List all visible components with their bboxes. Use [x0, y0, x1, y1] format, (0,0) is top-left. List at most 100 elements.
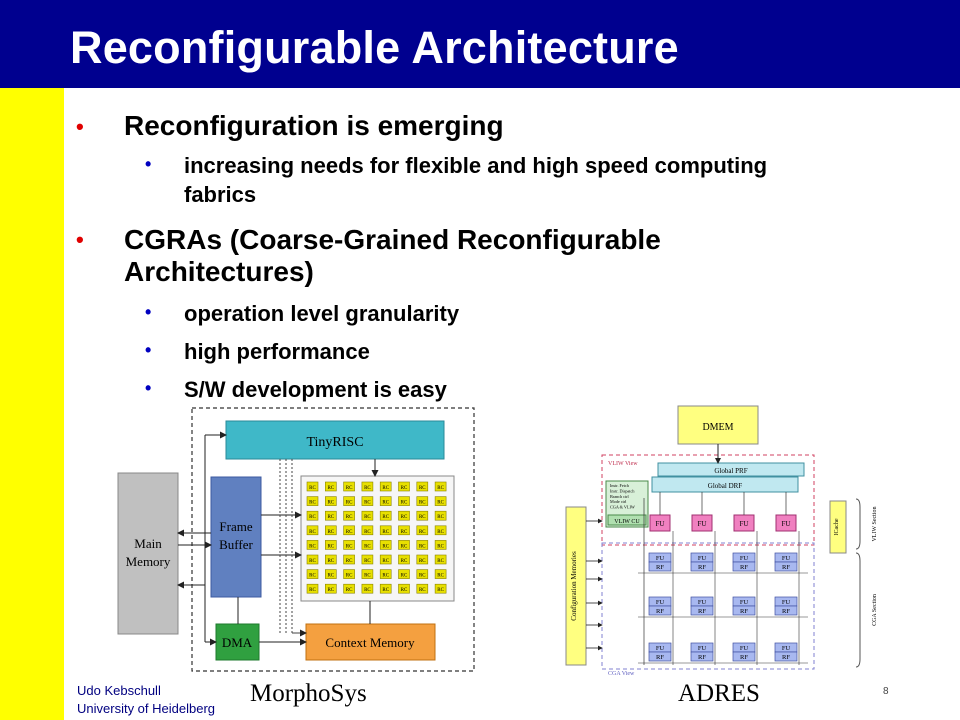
rf-label: RF: [656, 564, 664, 571]
rc-cell-label: RC: [419, 574, 426, 579]
context-memory-label: Context Memory: [325, 635, 415, 650]
bullet-2-line1: CGRAs (Coarse-Grained Reconfigurable: [124, 224, 661, 255]
sub-bullet-1-1-line2: fabrics: [184, 182, 257, 207]
rc-cell: [325, 540, 337, 550]
main-memory-label: Main: [134, 536, 162, 551]
sub-bullet-2-1: operation level granularity: [184, 301, 460, 326]
rc-cell-label: RC: [346, 574, 353, 579]
rc-cell: [361, 583, 374, 594]
frame-buffer-block: [210, 476, 262, 598]
rf-label: RF: [698, 654, 706, 661]
tinyrisc-label: TinyRISC: [306, 435, 363, 450]
page-number: 8: [883, 686, 889, 697]
adres-caption: ADRES: [678, 680, 760, 707]
rc-cell-label: RC: [437, 486, 444, 491]
rc-cell-label: RC: [309, 559, 316, 564]
sub-bullet-1-1-line1: increasing needs for flexible and high s…: [184, 153, 768, 178]
frame-buffer-label: Buffer: [219, 537, 253, 552]
rc-cell-label: RC: [364, 486, 371, 491]
cga-section-bracket: [855, 552, 861, 668]
rc-cell-label: RC: [382, 574, 389, 579]
rf-label: RF: [698, 608, 706, 615]
rc-cell-label: RC: [309, 574, 316, 579]
frame-buffer-label: Frame: [219, 519, 252, 534]
rc-cell-label: RC: [309, 486, 316, 491]
rc-cell-label: RC: [437, 544, 444, 549]
rc-cell: [379, 496, 392, 506]
rc-cell-label: RC: [327, 559, 334, 564]
fu-label: FU: [740, 555, 749, 562]
rc-cell: [306, 481, 319, 492]
rc-cell: [398, 496, 410, 506]
rc-cell: [379, 554, 392, 565]
sub-bullet-2-3: S/W development is easy: [184, 377, 447, 402]
fu-label: FU: [698, 599, 707, 606]
rc-cell: [398, 510, 410, 521]
rc-cell: [379, 569, 392, 579]
rc-cell: [343, 569, 355, 579]
author-affiliation: University of Heidelberg: [77, 701, 216, 716]
dma-label: DMA: [222, 635, 253, 650]
rc-cell-label: RC: [327, 530, 334, 535]
rc-cell-label: RC: [327, 515, 334, 520]
side-accent-bar: [0, 88, 64, 720]
fu-label: FU: [656, 520, 665, 528]
rc-cell: [325, 583, 337, 594]
rc-cell-label: RC: [309, 544, 316, 549]
rf-label: RF: [740, 654, 748, 661]
vliw-cu-label: VLIW CU: [614, 519, 640, 525]
tinyrisc-block: [225, 420, 445, 460]
cga-rf-cell: [690, 605, 714, 616]
rc-cell-label: RC: [419, 515, 426, 520]
fu-label: FU: [656, 555, 665, 562]
cga-view-label: CGA View: [608, 671, 635, 677]
cga-rf-cell: [774, 651, 798, 662]
rc-cell: [379, 583, 392, 594]
vliw-section-bracket: [855, 498, 861, 550]
fu-label: FU: [698, 520, 707, 528]
dmem-block: [677, 405, 759, 445]
rc-cell-label: RC: [346, 530, 353, 535]
rc-cell-label: RC: [382, 559, 389, 564]
rc-cell: [416, 525, 429, 536]
rc-cell: [416, 540, 429, 550]
rc-cell-label: RC: [401, 544, 408, 549]
global-prf-block: [657, 462, 805, 477]
rc-cell: [361, 554, 374, 565]
rc-cell: [416, 569, 429, 579]
config-arrows: [586, 518, 603, 651]
rc-cell-label: RC: [346, 559, 353, 564]
rc-cell-label: RC: [309, 588, 316, 593]
rc-cell: [416, 554, 429, 565]
rc-cell-label: RC: [382, 501, 389, 506]
vliw-cu-line: Instr. Fetch: [610, 483, 630, 488]
rc-cell: [325, 525, 337, 536]
cga-section-label: CGA Section: [872, 594, 878, 626]
fu-label: FU: [740, 645, 749, 652]
rc-cell-label: RC: [437, 501, 444, 506]
rc-cell-label: RC: [364, 501, 371, 506]
vliw-cu-line: Instr. Dispatch: [610, 488, 635, 493]
cga-rf-cell: [690, 561, 714, 572]
rc-cell-label: RC: [346, 515, 353, 520]
morphosys-chip-boundary: [191, 407, 475, 672]
rc-cell: [343, 510, 355, 521]
rc-cell: [379, 525, 392, 536]
rc-cell: [343, 525, 355, 536]
rc-cell: [325, 496, 337, 506]
fu-label: FU: [782, 599, 791, 606]
rc-cell: [434, 540, 447, 550]
rc-cell: [398, 540, 410, 550]
rc-cell: [379, 540, 392, 550]
rc-cell-label: RC: [401, 530, 408, 535]
rc-cell-label: RC: [401, 486, 408, 491]
rc-cell: [434, 481, 447, 492]
fu-label: FU: [656, 645, 665, 652]
rc-cell-label: RC: [401, 574, 408, 579]
rc-cell-label: RC: [327, 486, 334, 491]
footer-author: Udo Kebschull University of Heidelberg: [77, 682, 215, 718]
rc-cell: [434, 510, 447, 521]
rc-cell: [434, 496, 447, 506]
rc-cell-label: RC: [401, 515, 408, 520]
